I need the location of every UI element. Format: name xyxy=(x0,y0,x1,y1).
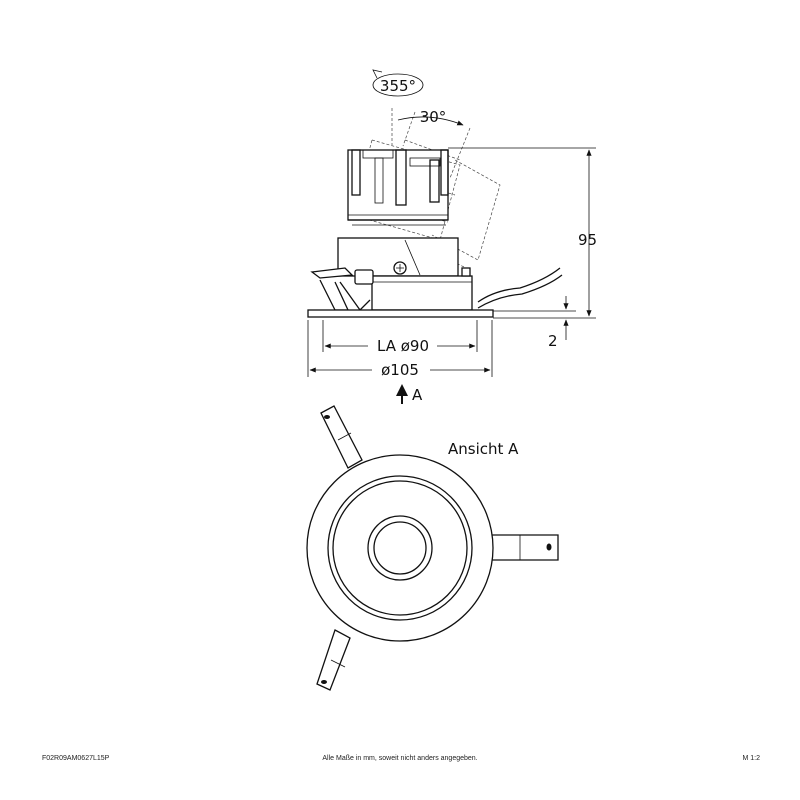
cutout-dimension: LA ø90 xyxy=(322,320,478,355)
footer-note: Alle Maße in mm, soweit nicht anders ang… xyxy=(322,755,477,762)
bottom-view: Ansicht A xyxy=(306,405,559,691)
cutout-label: LA ø90 xyxy=(377,337,429,355)
side-view: 355° 30° xyxy=(307,69,597,404)
reflector-ring-outer xyxy=(327,475,473,621)
diameter-label: ø105 xyxy=(381,361,419,379)
article-number: F02R09AM0627L15P xyxy=(42,755,110,762)
flange-dimension: 2 xyxy=(493,296,576,350)
view-arrow: A xyxy=(396,384,423,404)
lamp-body xyxy=(337,237,473,311)
heat-sink xyxy=(347,149,449,226)
lens xyxy=(373,521,427,575)
view-title: Ansicht A xyxy=(448,440,519,458)
reflector-ring-inner xyxy=(332,480,468,616)
flange-label: 2 xyxy=(548,332,558,350)
height-label: 95 xyxy=(578,231,597,249)
tilt-label: 30° xyxy=(420,108,447,126)
flange xyxy=(307,309,494,318)
view-arrow-label: A xyxy=(412,386,423,404)
rotation-label: 355° xyxy=(380,77,416,95)
clip-bottom-left xyxy=(316,629,351,691)
diameter-dimension: ø105 xyxy=(307,320,493,379)
outer-flange-ring xyxy=(306,454,494,642)
clip-right xyxy=(489,534,559,561)
clip-top-left xyxy=(320,405,363,469)
cable xyxy=(477,267,563,309)
scale-label: M 1:2 xyxy=(742,755,760,762)
lens-ring xyxy=(367,515,433,581)
height-dimension: 95 xyxy=(448,147,597,319)
rotation-symbol: 355° xyxy=(372,69,424,97)
footer: F02R09AM0627L15P Alle Maße in mm, soweit… xyxy=(42,755,760,762)
